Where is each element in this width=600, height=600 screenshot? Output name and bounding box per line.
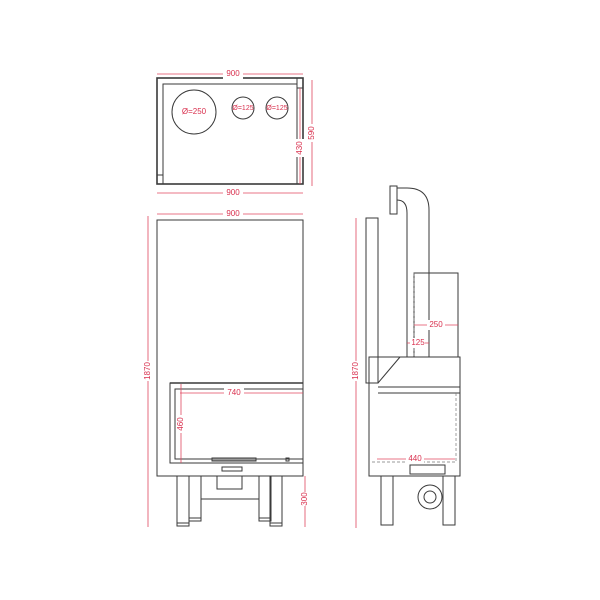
fan-icon bbox=[417, 484, 443, 510]
flue-a-label: Ø=125 bbox=[232, 105, 253, 112]
handle bbox=[221, 466, 243, 472]
front-panel bbox=[365, 217, 379, 384]
flue-125-circle bbox=[231, 96, 255, 120]
leg bbox=[442, 475, 456, 526]
glass-width-dim: 740 bbox=[227, 388, 241, 397]
ash-drawer bbox=[409, 464, 446, 475]
depth-590-dim: 590 bbox=[307, 126, 316, 140]
side-depth-dim: 440 bbox=[408, 454, 422, 463]
top-width-dim: 900 bbox=[226, 69, 240, 78]
top-view-inner bbox=[162, 83, 298, 185]
top-view: Ø=250 Ø=125 Ø=125 900 900 430 590 bbox=[156, 69, 317, 198]
front-view: 900 740 460 1870 300 bbox=[143, 209, 310, 527]
flue-main-label: Ø=250 bbox=[182, 107, 207, 116]
top-bottom-width-dim: 900 bbox=[226, 188, 240, 197]
flange bbox=[389, 185, 398, 215]
leg bbox=[176, 475, 190, 524]
leg-height-dim: 300 bbox=[300, 492, 309, 506]
pipe-dim: 125 bbox=[411, 338, 425, 347]
chimney-pipe bbox=[396, 199, 408, 357]
corner-block bbox=[296, 77, 304, 89]
side-view: 1870 250 125 440 bbox=[351, 185, 461, 528]
front-body bbox=[156, 219, 304, 477]
front-height-dim: 1870 bbox=[143, 362, 152, 380]
top-view-outline bbox=[156, 77, 304, 185]
front-width-dim: 900 bbox=[226, 209, 240, 218]
leg bbox=[380, 475, 394, 526]
flue-b-label: Ø=125 bbox=[266, 105, 287, 112]
glass-door bbox=[174, 388, 304, 460]
corner-block bbox=[156, 174, 164, 185]
side-height-dim: 1870 bbox=[351, 362, 360, 380]
flue-250-circle bbox=[171, 89, 217, 135]
ash-box bbox=[216, 475, 243, 490]
flue-125-circle bbox=[265, 96, 289, 120]
rear-box-dim: 250 bbox=[429, 320, 443, 329]
glass-height-dim: 460 bbox=[176, 417, 185, 431]
leg bbox=[188, 475, 202, 519]
depth-430-dim: 430 bbox=[295, 141, 304, 155]
leg bbox=[269, 475, 283, 524]
leg bbox=[258, 475, 272, 519]
